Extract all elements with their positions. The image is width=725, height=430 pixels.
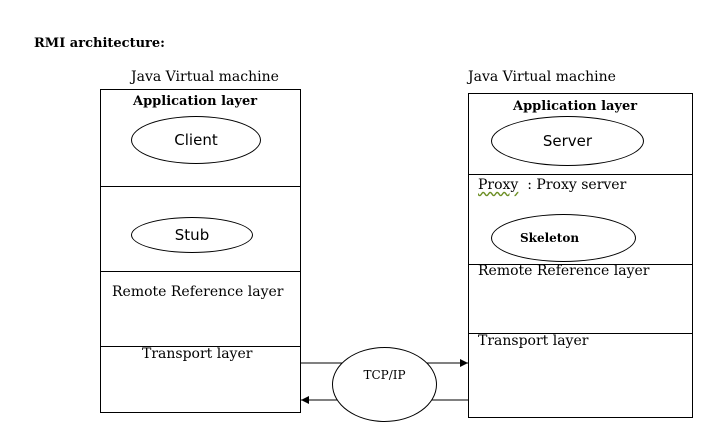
- left-jvm-box: [100, 89, 301, 413]
- client-node: Client: [131, 116, 261, 164]
- proxy-term: Proxy: [478, 177, 519, 193]
- proxy-line: Proxy : Proxy server: [478, 177, 626, 193]
- right-divider-1: [468, 174, 693, 175]
- server-label: Server: [542, 132, 593, 150]
- diagram-heading: RMI architecture:: [34, 36, 165, 51]
- tcp-ip-node: TCP/IP: [332, 347, 437, 422]
- right-transport-layer-label: Transport layer: [478, 333, 589, 349]
- server-node: Server: [491, 116, 644, 166]
- left-remote-reference-layer-label: Remote Reference layer: [112, 284, 284, 300]
- left-jvm-label: Java Virtual machine: [131, 69, 279, 85]
- right-jvm-label: Java Virtual machine: [468, 69, 616, 85]
- left-divider-3: [100, 346, 301, 347]
- right-remote-reference-layer-label: Remote Reference layer: [478, 263, 650, 279]
- stub-label: Stub: [174, 226, 210, 244]
- left-divider-2: [100, 271, 301, 272]
- right-divider-3: [468, 333, 693, 334]
- left-application-layer-label: Application layer: [133, 94, 258, 109]
- right-jvm-box: [468, 93, 693, 418]
- right-divider-2: [468, 264, 693, 265]
- proxy-description: : Proxy server: [518, 177, 627, 193]
- left-divider-1: [100, 186, 301, 187]
- skeleton-label: Skeleton: [520, 231, 580, 245]
- skeleton-node: Skeleton: [491, 214, 636, 262]
- tcp-ip-label: TCP/IP: [363, 368, 406, 382]
- client-label: Client: [174, 131, 218, 149]
- right-application-layer-label: Application layer: [513, 99, 638, 114]
- left-transport-layer-label: Transport layer: [142, 346, 253, 362]
- stub-node: Stub: [131, 217, 253, 253]
